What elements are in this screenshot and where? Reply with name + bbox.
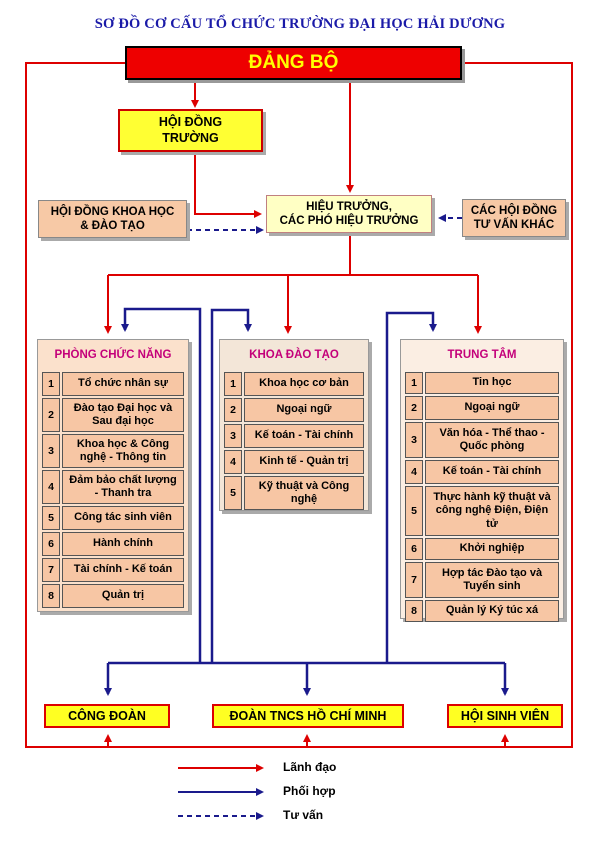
advisory-line1: CÁC HỘI ĐỒNG — [470, 204, 558, 217]
faculties-row-number: 4 — [224, 450, 242, 474]
trade-union-box: CÔNG ĐOÀN — [44, 704, 170, 728]
centers-row-number: 4 — [405, 460, 423, 484]
functional-row-label: Đảm bảo chất lượng - Thanh tra — [62, 470, 184, 504]
centers-row-number: 7 — [405, 562, 423, 598]
youth-union-box: ĐOÀN TNCS HỒ CHÍ MINH — [212, 704, 404, 728]
faculties-row-label: Khoa học cơ bản — [244, 372, 364, 396]
centers-row-number: 1 — [405, 372, 423, 394]
functional-row-number: 4 — [42, 470, 60, 504]
functional-row-number: 2 — [42, 398, 60, 432]
centers-row-label: Hợp tác Đào tạo và Tuyển sinh — [425, 562, 559, 598]
faculties-row-label: Kế toán - Tài chính — [244, 424, 364, 448]
centers-row-number: 8 — [405, 600, 423, 622]
science-council-line1: HỘI ĐỒNG KHOA HỌC — [50, 205, 175, 218]
faculties-row-number: 3 — [224, 424, 242, 448]
party-committee-box: ĐẢNG BỘ — [125, 46, 462, 80]
advisory-line2: TƯ VẤN KHÁC — [473, 219, 555, 231]
council-line2: TRƯỜNG — [162, 130, 219, 145]
functional-row-number: 3 — [42, 434, 60, 468]
legend-advise-label: Tư vấn — [283, 808, 324, 822]
council-line1: HỘI ĐỒNG — [158, 114, 223, 129]
centers-row-label: Khởi nghiệp — [425, 538, 559, 560]
functional-departments-header: PHÒNG CHỨC NĂNG — [54, 349, 172, 361]
functional-row-number: 1 — [42, 372, 60, 396]
functional-row-number: 5 — [42, 506, 60, 530]
centers-header: TRUNG TÂM — [447, 349, 517, 361]
faculties-row-label: Kỹ thuật và Công nghệ — [244, 476, 364, 510]
functional-row-number: 8 — [42, 584, 60, 608]
functional-row-label: Khoa học & Công nghệ - Thông tin — [62, 434, 184, 468]
science-council-line2: & ĐÀO TẠO — [80, 220, 145, 232]
centers-row-label: Ngoại ngữ — [425, 396, 559, 420]
centers-row-number: 6 — [405, 538, 423, 560]
faculties-row-number: 1 — [224, 372, 242, 396]
rector-box: HIỆU TRƯỞNG, CÁC PHÓ HIỆU TRƯỞNG — [266, 195, 432, 233]
science-training-council-box: HỘI ĐỒNG KHOA HỌC & ĐÀO TẠO — [38, 200, 187, 238]
functional-row-label: Quản trị — [62, 584, 184, 608]
centers-row-number: 3 — [405, 422, 423, 458]
centers-row-label: Tin học — [425, 372, 559, 394]
functional-row-label: Tài chính - Kế toán — [62, 558, 184, 582]
functional-row-label: Hành chính — [62, 532, 184, 556]
legend-lead-label: Lãnh đạo — [283, 760, 337, 774]
centers-row-label: Thực hành kỹ thuật và công nghệ Điện, Đi… — [425, 486, 559, 536]
faculties-row-label: Ngoại ngữ — [244, 398, 364, 422]
rector-line1: HIỆU TRƯỞNG, — [306, 200, 392, 213]
centers-row-number: 2 — [405, 396, 423, 420]
faculties-row-number: 5 — [224, 476, 242, 510]
legend-coordinate-label: Phối hợp — [283, 784, 336, 798]
functional-row-number: 7 — [42, 558, 60, 582]
centers-row-label: Quản lý Ký túc xá — [425, 600, 559, 622]
student-association-box: HỘI SINH VIÊN — [447, 704, 563, 728]
centers-row-label: Văn hóa - Thể thao - Quốc phòng — [425, 422, 559, 458]
faculties-row-label: Kinh tế - Quản trị — [244, 450, 364, 474]
faculties-header: KHOA ĐÀO TẠO — [249, 349, 339, 361]
centers-row-label: Kế toán - Tài chính — [425, 460, 559, 484]
diagram-title: SƠ ĐỒ CƠ CẤU TỔ CHỨC TRƯỜNG ĐẠI HỌC HẢI … — [94, 16, 506, 32]
functional-row-number: 6 — [42, 532, 60, 556]
faculties-row-number: 2 — [224, 398, 242, 422]
functional-row-label: Tổ chức nhân sự — [62, 372, 184, 396]
functional-row-label: Công tác sinh viên — [62, 506, 184, 530]
centers-row-number: 5 — [405, 486, 423, 536]
advisory-councils-box: CÁC HỘI ĐỒNG TƯ VẤN KHÁC — [462, 199, 566, 237]
functional-row-label: Đào tạo Đại học và Sau đại học — [62, 398, 184, 432]
university-council-box: HỘI ĐỒNG TRƯỜNG — [118, 109, 263, 152]
rector-line2: CÁC PHÓ HIỆU TRƯỞNG — [279, 215, 419, 227]
